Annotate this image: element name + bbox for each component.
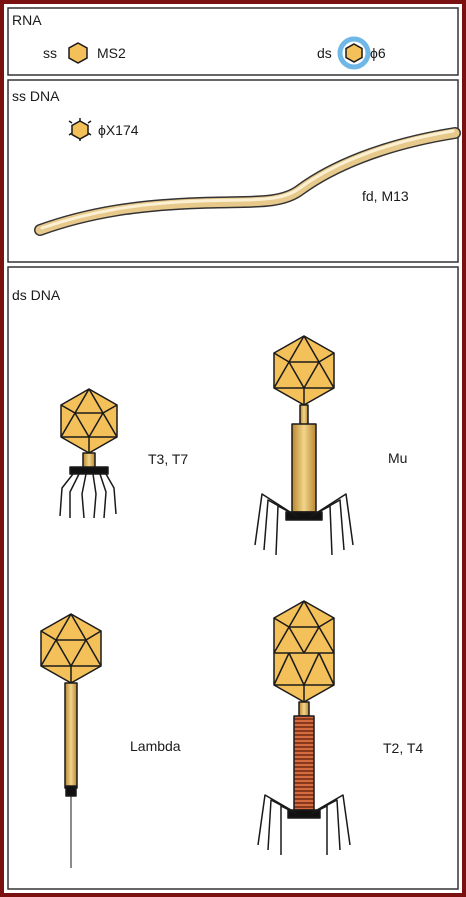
t2-t4-label: T2, T4 [383, 740, 423, 756]
t3-t7-label: T3, T7 [148, 451, 188, 467]
phi6-label: ϕ6 [370, 45, 386, 61]
dsdna-section-title: ds DNA [12, 287, 60, 303]
rna-ds-label: ds [317, 45, 332, 61]
ms2-label: MS2 [97, 45, 126, 61]
rna-section-title: RNA [12, 12, 42, 28]
ms2-capsid-icon [69, 43, 87, 63]
lambda-label: Lambda [130, 738, 181, 754]
rna-panel [8, 8, 458, 75]
fd-m13-label: fd, M13 [362, 188, 409, 204]
mu-label: Mu [388, 450, 407, 466]
ssdna-section-title: ss DNA [12, 88, 59, 104]
ssdna-panel [8, 80, 458, 262]
phix174-label: ϕX174 [98, 122, 139, 138]
rna-ss-label: ss [43, 45, 57, 61]
